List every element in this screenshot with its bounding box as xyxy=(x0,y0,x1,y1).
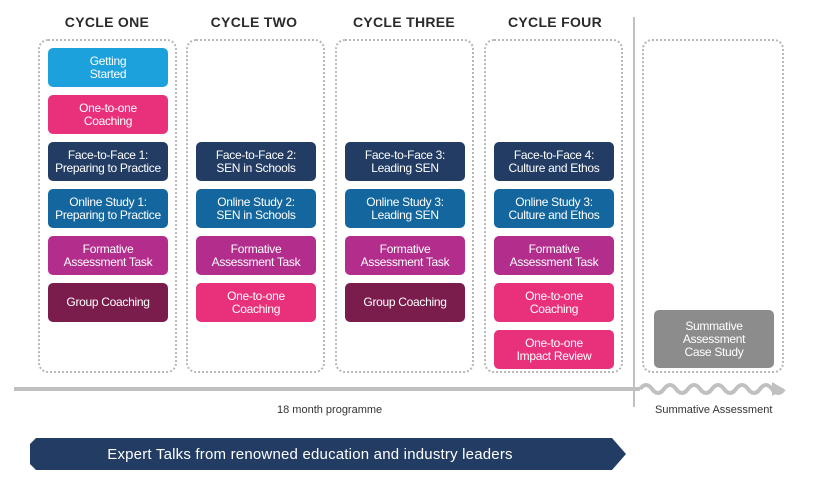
programme-divider xyxy=(633,17,635,407)
activity-box-online-study: Online Study 1: Preparing to Practice xyxy=(48,189,168,228)
activity-box-face-to-face: Face-to-Face 1: Preparing to Practice xyxy=(48,142,168,181)
activity-box-getting-started: Getting Started xyxy=(48,48,168,87)
summative-assessment-box: Summative Assessment Case Study xyxy=(654,310,774,368)
cycle-title-2: CYCLE TWO xyxy=(210,14,298,30)
activity-box-online-study: Online Study 2: SEN in Schools xyxy=(196,189,316,228)
cycle-column-3 xyxy=(335,39,474,373)
summative-arrow-head xyxy=(772,382,784,396)
activity-box-formative: Formative Assessment Task xyxy=(345,236,465,275)
activity-box-formative: Formative Assessment Task xyxy=(494,236,614,275)
expert-talks-banner xyxy=(30,438,626,470)
activity-box-group-coaching: Group Coaching xyxy=(345,283,465,322)
activity-box-face-to-face: Face-to-Face 2: SEN in Schools xyxy=(196,142,316,181)
cycle-column-4 xyxy=(484,39,623,373)
summative-wave-arrow xyxy=(638,383,786,395)
activity-box-face-to-face: Face-to-Face 4: Culture and Ethos xyxy=(494,142,614,181)
activity-box-coaching: One-to-one Coaching xyxy=(48,95,168,134)
activity-box-online-study: Online Study 3: Culture and Ethos xyxy=(494,189,614,228)
cycle-title-3: CYCLE THREE xyxy=(352,14,456,30)
expert-talks-label: Expert Talks from renowned education and… xyxy=(107,445,513,463)
activity-box-formative: Formative Assessment Task xyxy=(196,236,316,275)
cycle-column-2 xyxy=(186,39,325,373)
cycle-column-1 xyxy=(38,39,177,373)
activity-box-coaching: One-to-one Coaching xyxy=(196,283,316,322)
summative-caption: Summative Assessment xyxy=(655,404,773,416)
cycle-title-4: CYCLE FOUR xyxy=(508,14,602,30)
activity-box-group-coaching: Group Coaching xyxy=(48,283,168,322)
activity-box-coaching: One-to-one Coaching xyxy=(494,283,614,322)
activity-box-online-study: Online Study 3: Leading SEN xyxy=(345,189,465,228)
programme-duration-caption: 18 month programme xyxy=(277,404,383,416)
activity-box-face-to-face: Face-to-Face 3: Leading SEN xyxy=(345,142,465,181)
summative-column xyxy=(642,39,784,373)
activity-box-formative: Formative Assessment Task xyxy=(48,236,168,275)
cycle-title-1: CYCLE ONE xyxy=(64,14,150,30)
activity-box-coaching: One-to-one Impact Review xyxy=(494,330,614,369)
